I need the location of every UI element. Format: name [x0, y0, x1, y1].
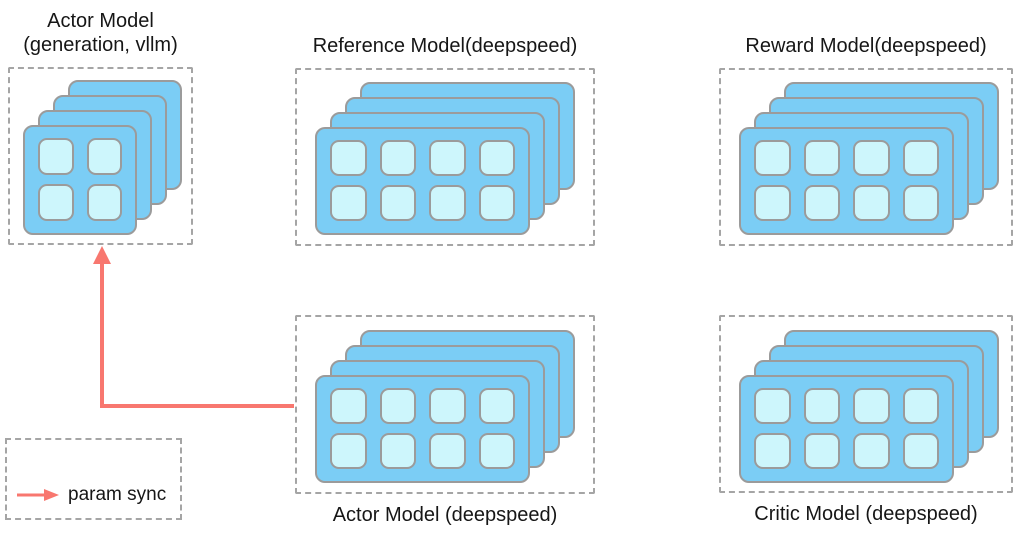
- actor-model-deepspeed-title: Actor Model (deepspeed): [275, 503, 615, 527]
- gpu-unit: [754, 140, 791, 176]
- gpu-unit: [754, 388, 791, 424]
- legend-label: param sync: [68, 484, 167, 505]
- reward-model-title: Reward Model(deepspeed): [696, 34, 1032, 58]
- gpu-unit: [478, 388, 515, 424]
- critic-model-box: [719, 315, 1013, 493]
- actor-model-generation-box: [8, 67, 193, 245]
- reward-model-box: [719, 68, 1013, 246]
- gpu-unit: [429, 185, 466, 221]
- gpu-unit: [853, 433, 890, 469]
- gpu-unit: [754, 185, 791, 221]
- gpu-unit: [429, 140, 466, 176]
- gpu-unit: [429, 433, 466, 469]
- param-sync-arrowhead-icon: [93, 246, 111, 264]
- param-sync-arrow-line: [100, 262, 294, 408]
- gpu-unit: [38, 138, 74, 175]
- gpu-unit: [330, 388, 367, 424]
- gpu-unit: [902, 433, 939, 469]
- gpu-card-front: [23, 125, 137, 235]
- gpu-unit: [379, 185, 416, 221]
- actor-model-deepspeed-box: [295, 315, 595, 494]
- gpu-unit: [86, 184, 122, 221]
- gpu-unit: [478, 140, 515, 176]
- gpu-unit: [902, 185, 939, 221]
- gpu-unit: [754, 433, 791, 469]
- title-line: Reference Model(deepspeed): [312, 35, 578, 57]
- gpu-unit: [803, 185, 840, 221]
- gpu-unit: [853, 140, 890, 176]
- actor-model-generation-title: Actor Model(generation, vllm): [0, 9, 271, 57]
- gpu-unit: [902, 388, 939, 424]
- gpu-unit: [803, 140, 840, 176]
- title-line: (generation, vllm): [23, 34, 178, 56]
- gpu-unit: [330, 433, 367, 469]
- gpu-unit: [803, 388, 840, 424]
- title-line: Actor Model (deepspeed): [332, 504, 558, 526]
- critic-model-title: Critic Model (deepspeed): [696, 502, 1032, 526]
- gpu-unit: [330, 140, 367, 176]
- legend: param sync: [5, 438, 182, 520]
- gpu-unit: [379, 433, 416, 469]
- title-line: Critic Model (deepspeed): [754, 503, 978, 525]
- gpu-unit: [902, 140, 939, 176]
- gpu-unit: [379, 388, 416, 424]
- legend-row: param sync: [15, 484, 166, 506]
- gpu-unit: [803, 433, 840, 469]
- gpu-unit: [478, 185, 515, 221]
- gpu-unit: [478, 433, 515, 469]
- param-sync-arrow-icon: [17, 489, 59, 501]
- gpu-unit: [853, 388, 890, 424]
- title-line: Actor Model: [47, 10, 154, 32]
- gpu-card-front: [315, 375, 530, 483]
- gpu-unit: [330, 185, 367, 221]
- gpu-unit: [86, 138, 122, 175]
- gpu-card-front: [739, 127, 954, 235]
- gpu-unit: [853, 185, 890, 221]
- gpu-card-front: [315, 127, 530, 235]
- title-line: Reward Model(deepspeed): [745, 35, 987, 57]
- gpu-card-front: [739, 375, 954, 483]
- gpu-unit: [379, 140, 416, 176]
- gpu-unit: [38, 184, 74, 221]
- gpu-unit: [429, 388, 466, 424]
- reference-model-box: [295, 68, 595, 246]
- reference-model-title: Reference Model(deepspeed): [275, 34, 615, 58]
